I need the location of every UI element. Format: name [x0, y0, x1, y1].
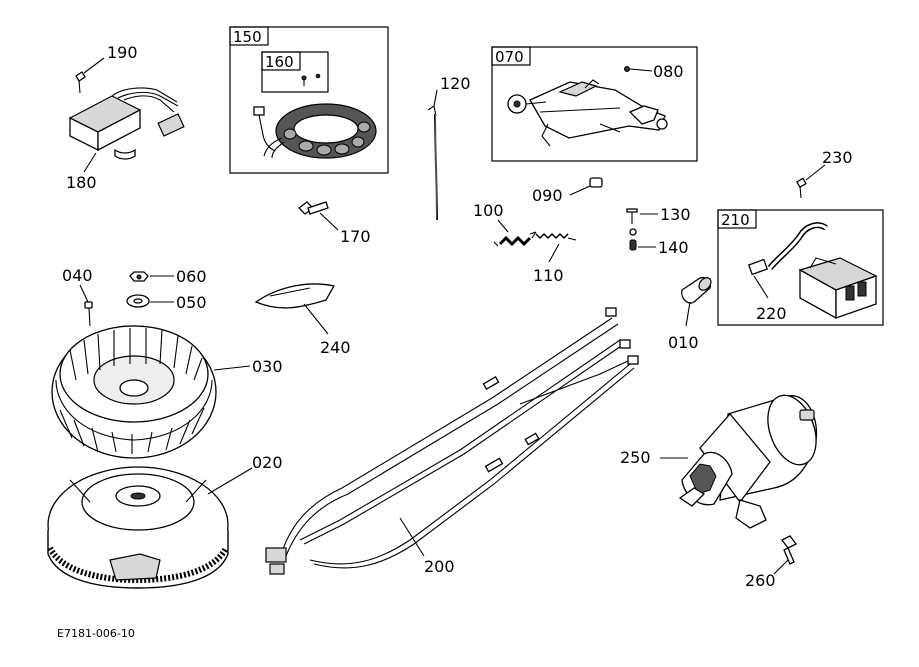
- part-140-screw[interactable]: [629, 228, 656, 251]
- part-110-spring[interactable]: [529, 231, 577, 263]
- part-240-plate[interactable]: [254, 283, 336, 335]
- label-250: 250: [620, 448, 651, 467]
- box-210-tag: [717, 209, 757, 229]
- part-230-screw[interactable]: [796, 164, 826, 199]
- part-150-stator-coil[interactable]: [253, 103, 377, 159]
- label-150: 150: [233, 28, 262, 46]
- part-200-wire-harness[interactable]: [265, 307, 639, 575]
- label-230: 230: [822, 148, 853, 167]
- label-030: 030: [252, 357, 283, 376]
- part-190-screw[interactable]: [75, 57, 105, 94]
- label-060: 060: [176, 267, 207, 286]
- label-260: 260: [745, 571, 776, 590]
- box-210: [717, 209, 884, 326]
- part-210-solenoid-assembly[interactable]: [767, 222, 878, 320]
- part-040-screw[interactable]: [79, 284, 93, 327]
- part-220-terminal[interactable]: [747, 258, 769, 299]
- part-070-control-bracket[interactable]: [507, 79, 668, 147]
- label-070: 070: [495, 48, 524, 66]
- part-260-bolt[interactable]: [773, 535, 797, 575]
- label-010: 010: [668, 333, 699, 352]
- part-050-washer[interactable]: [126, 294, 174, 308]
- label-160: 160: [265, 53, 294, 71]
- part-180-regulator[interactable]: [68, 87, 185, 160]
- label-140: 140: [658, 238, 689, 257]
- label-130: 130: [660, 205, 691, 224]
- part-100-spring[interactable]: [493, 219, 537, 247]
- label-180: 180: [66, 173, 97, 192]
- label-120: 120: [440, 74, 471, 93]
- label-050: 050: [176, 293, 207, 312]
- label-240: 240: [320, 338, 351, 357]
- label-090: 090: [532, 186, 563, 205]
- part-090-bolt[interactable]: [569, 177, 603, 196]
- part-130-clip[interactable]: [626, 208, 658, 224]
- part-250-starter-motor[interactable]: [660, 389, 825, 529]
- box-070-tag: [491, 46, 531, 66]
- figure-code: E7181-006-10: [57, 627, 135, 640]
- label-080: 080: [653, 62, 684, 81]
- part-170-bolt[interactable]: [298, 201, 339, 231]
- label-110: 110: [533, 266, 564, 285]
- part-080-screw[interactable]: [624, 66, 653, 72]
- label-220: 220: [756, 304, 787, 323]
- label-100: 100: [473, 201, 504, 220]
- label-040: 040: [62, 266, 93, 285]
- part-030-cooling-fan[interactable]: [51, 325, 251, 459]
- box-070: [491, 46, 698, 162]
- box-150: [229, 26, 389, 174]
- part-020-flywheel[interactable]: [47, 466, 253, 589]
- part-010-cap[interactable]: [681, 275, 714, 327]
- label-210: 210: [721, 211, 750, 229]
- part-060-nut[interactable]: [129, 271, 174, 282]
- label-020: 020: [252, 453, 283, 472]
- box-150-tag: [229, 26, 269, 46]
- box-160-tag: [261, 51, 301, 71]
- label-200: 200: [424, 557, 455, 576]
- label-190: 190: [107, 43, 138, 62]
- label-170: 170: [340, 227, 371, 246]
- part-120-rod[interactable]: [427, 89, 438, 221]
- part-160-screws[interactable]: [301, 73, 321, 86]
